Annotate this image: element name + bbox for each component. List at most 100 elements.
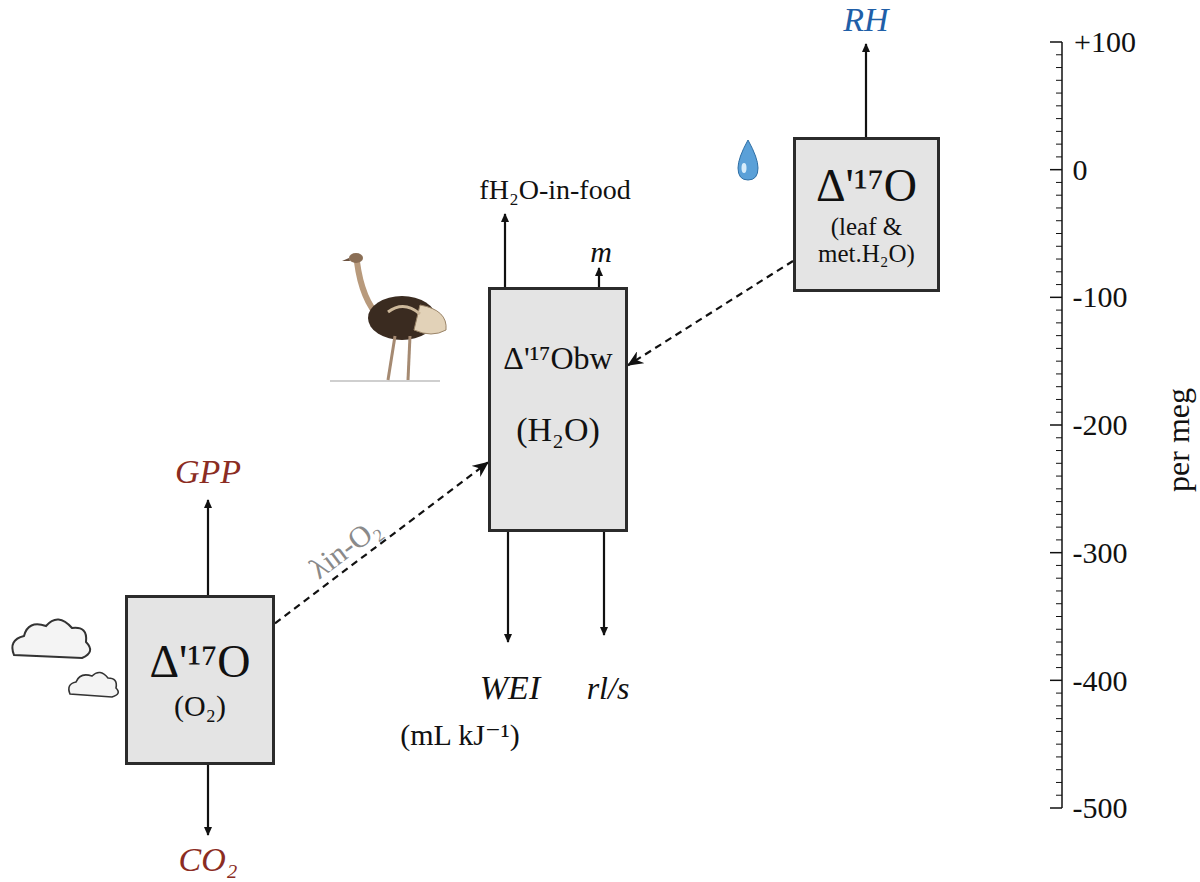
cloud-icon: [12, 619, 90, 658]
minor-tick: [1056, 399, 1062, 400]
major-tick: [1050, 424, 1062, 426]
minor-tick: [1056, 705, 1062, 706]
minor-tick: [1056, 105, 1062, 106]
axis-tick-label: -200: [1073, 410, 1128, 440]
minor-tick: [1056, 271, 1062, 272]
minor-tick: [1056, 322, 1062, 323]
minor-tick: [1056, 514, 1062, 515]
minor-tick: [1056, 578, 1062, 579]
dashed-connector: [275, 462, 488, 623]
axis-tick-label: +100: [1074, 27, 1136, 57]
ostrich-illustration: [330, 253, 446, 381]
variable-label: CO₂: [178, 843, 237, 877]
minor-tick: [1056, 361, 1062, 362]
minor-tick: [1056, 412, 1062, 413]
isotope-box: Δ'¹⁷O(leaf & met.H₂O): [793, 137, 940, 292]
cloud-icon: [69, 672, 118, 697]
minor-tick: [1056, 373, 1062, 374]
minor-tick: [1056, 642, 1062, 643]
minor-tick: [1056, 246, 1062, 247]
minor-tick: [1056, 450, 1062, 451]
minor-tick: [1056, 144, 1062, 145]
minor-tick: [1056, 539, 1062, 540]
minor-tick: [1056, 769, 1062, 770]
variable-label: m: [590, 237, 612, 267]
minor-tick: [1056, 348, 1062, 349]
minor-tick: [1056, 437, 1062, 438]
minor-tick: [1056, 590, 1062, 591]
minor-tick: [1056, 756, 1062, 757]
major-tick: [1050, 169, 1062, 171]
minor-tick: [1056, 54, 1062, 55]
minor-tick: [1056, 284, 1062, 285]
minor-tick: [1056, 603, 1062, 604]
minor-tick: [1056, 693, 1062, 694]
minor-tick: [1056, 259, 1062, 260]
minor-tick: [1056, 782, 1062, 783]
minor-tick: [1056, 207, 1062, 208]
box-symbol: Δ'¹⁷Obw: [503, 342, 612, 376]
axis-tick-label: -300: [1073, 538, 1128, 568]
minor-tick: [1056, 67, 1062, 68]
box-symbol: Δ'¹⁷O: [150, 638, 251, 686]
box-subtitle: (O₂): [174, 690, 226, 722]
minor-tick: [1056, 488, 1062, 489]
minor-tick: [1056, 182, 1062, 183]
arrow-co2: [207, 765, 209, 835]
minor-tick: [1056, 501, 1062, 502]
minor-tick: [1056, 220, 1062, 221]
arrow-f: [504, 214, 506, 287]
minor-tick: [1056, 744, 1062, 745]
minor-tick: [1056, 476, 1062, 477]
axis-tick-label: -400: [1073, 666, 1128, 696]
minor-tick: [1056, 93, 1062, 94]
minor-tick: [1056, 463, 1062, 464]
variable-label: WEI: [480, 671, 540, 705]
axis-tick-label: -500: [1073, 793, 1128, 823]
arrow-rh: [865, 44, 867, 137]
minor-tick: [1056, 195, 1062, 196]
minor-tick: [1056, 386, 1062, 387]
variable-label: RH: [843, 3, 888, 37]
quantity-arrows: [208, 44, 866, 835]
arrow-r: [603, 532, 605, 635]
minor-tick: [1056, 310, 1062, 311]
minor-tick: [1056, 667, 1062, 668]
minor-tick: [1056, 156, 1062, 157]
minor-tick: [1056, 233, 1062, 234]
minor-tick: [1056, 654, 1062, 655]
minor-tick: [1056, 718, 1062, 719]
variable-label: GPP: [175, 455, 241, 489]
box-subtitle: (H₂O): [516, 412, 600, 448]
box-subtitle: (leaf & met.H₂O): [808, 214, 926, 267]
minor-tick: [1056, 527, 1062, 528]
minor-tick: [1056, 731, 1062, 732]
minor-tick: [1056, 80, 1062, 81]
isotope-box: Δ'¹⁷O (O₂): [125, 595, 275, 765]
isotope-box: Δ'¹⁷Obw (H₂O): [488, 287, 628, 532]
box-symbol: Δ'¹⁷O: [816, 162, 917, 210]
variable-label: fH₂O-in-food: [479, 176, 630, 204]
axis-tick-label: 0: [1073, 155, 1088, 185]
major-tick: [1050, 807, 1062, 809]
minor-tick: [1056, 118, 1062, 119]
arrow-gpp: [207, 500, 209, 595]
major-tick: [1050, 680, 1062, 682]
major-tick: [1050, 41, 1062, 43]
minor-tick: [1056, 335, 1062, 336]
minor-tick: [1056, 565, 1062, 566]
minor-tick: [1056, 131, 1062, 132]
arrow-wei: [507, 532, 509, 642]
minor-tick: [1056, 616, 1062, 617]
major-tick: [1050, 297, 1062, 299]
arrow-m: [598, 268, 600, 287]
water-drop-icon: [738, 140, 758, 180]
axis-tick-label: -100: [1073, 282, 1128, 312]
major-tick: [1050, 552, 1062, 554]
minor-tick: [1056, 795, 1062, 796]
unit-label: (mL kJ⁻¹): [400, 720, 520, 750]
axis-title: per meg: [1162, 388, 1194, 492]
minor-tick: [1056, 629, 1062, 630]
dashed-connector: [628, 261, 793, 365]
